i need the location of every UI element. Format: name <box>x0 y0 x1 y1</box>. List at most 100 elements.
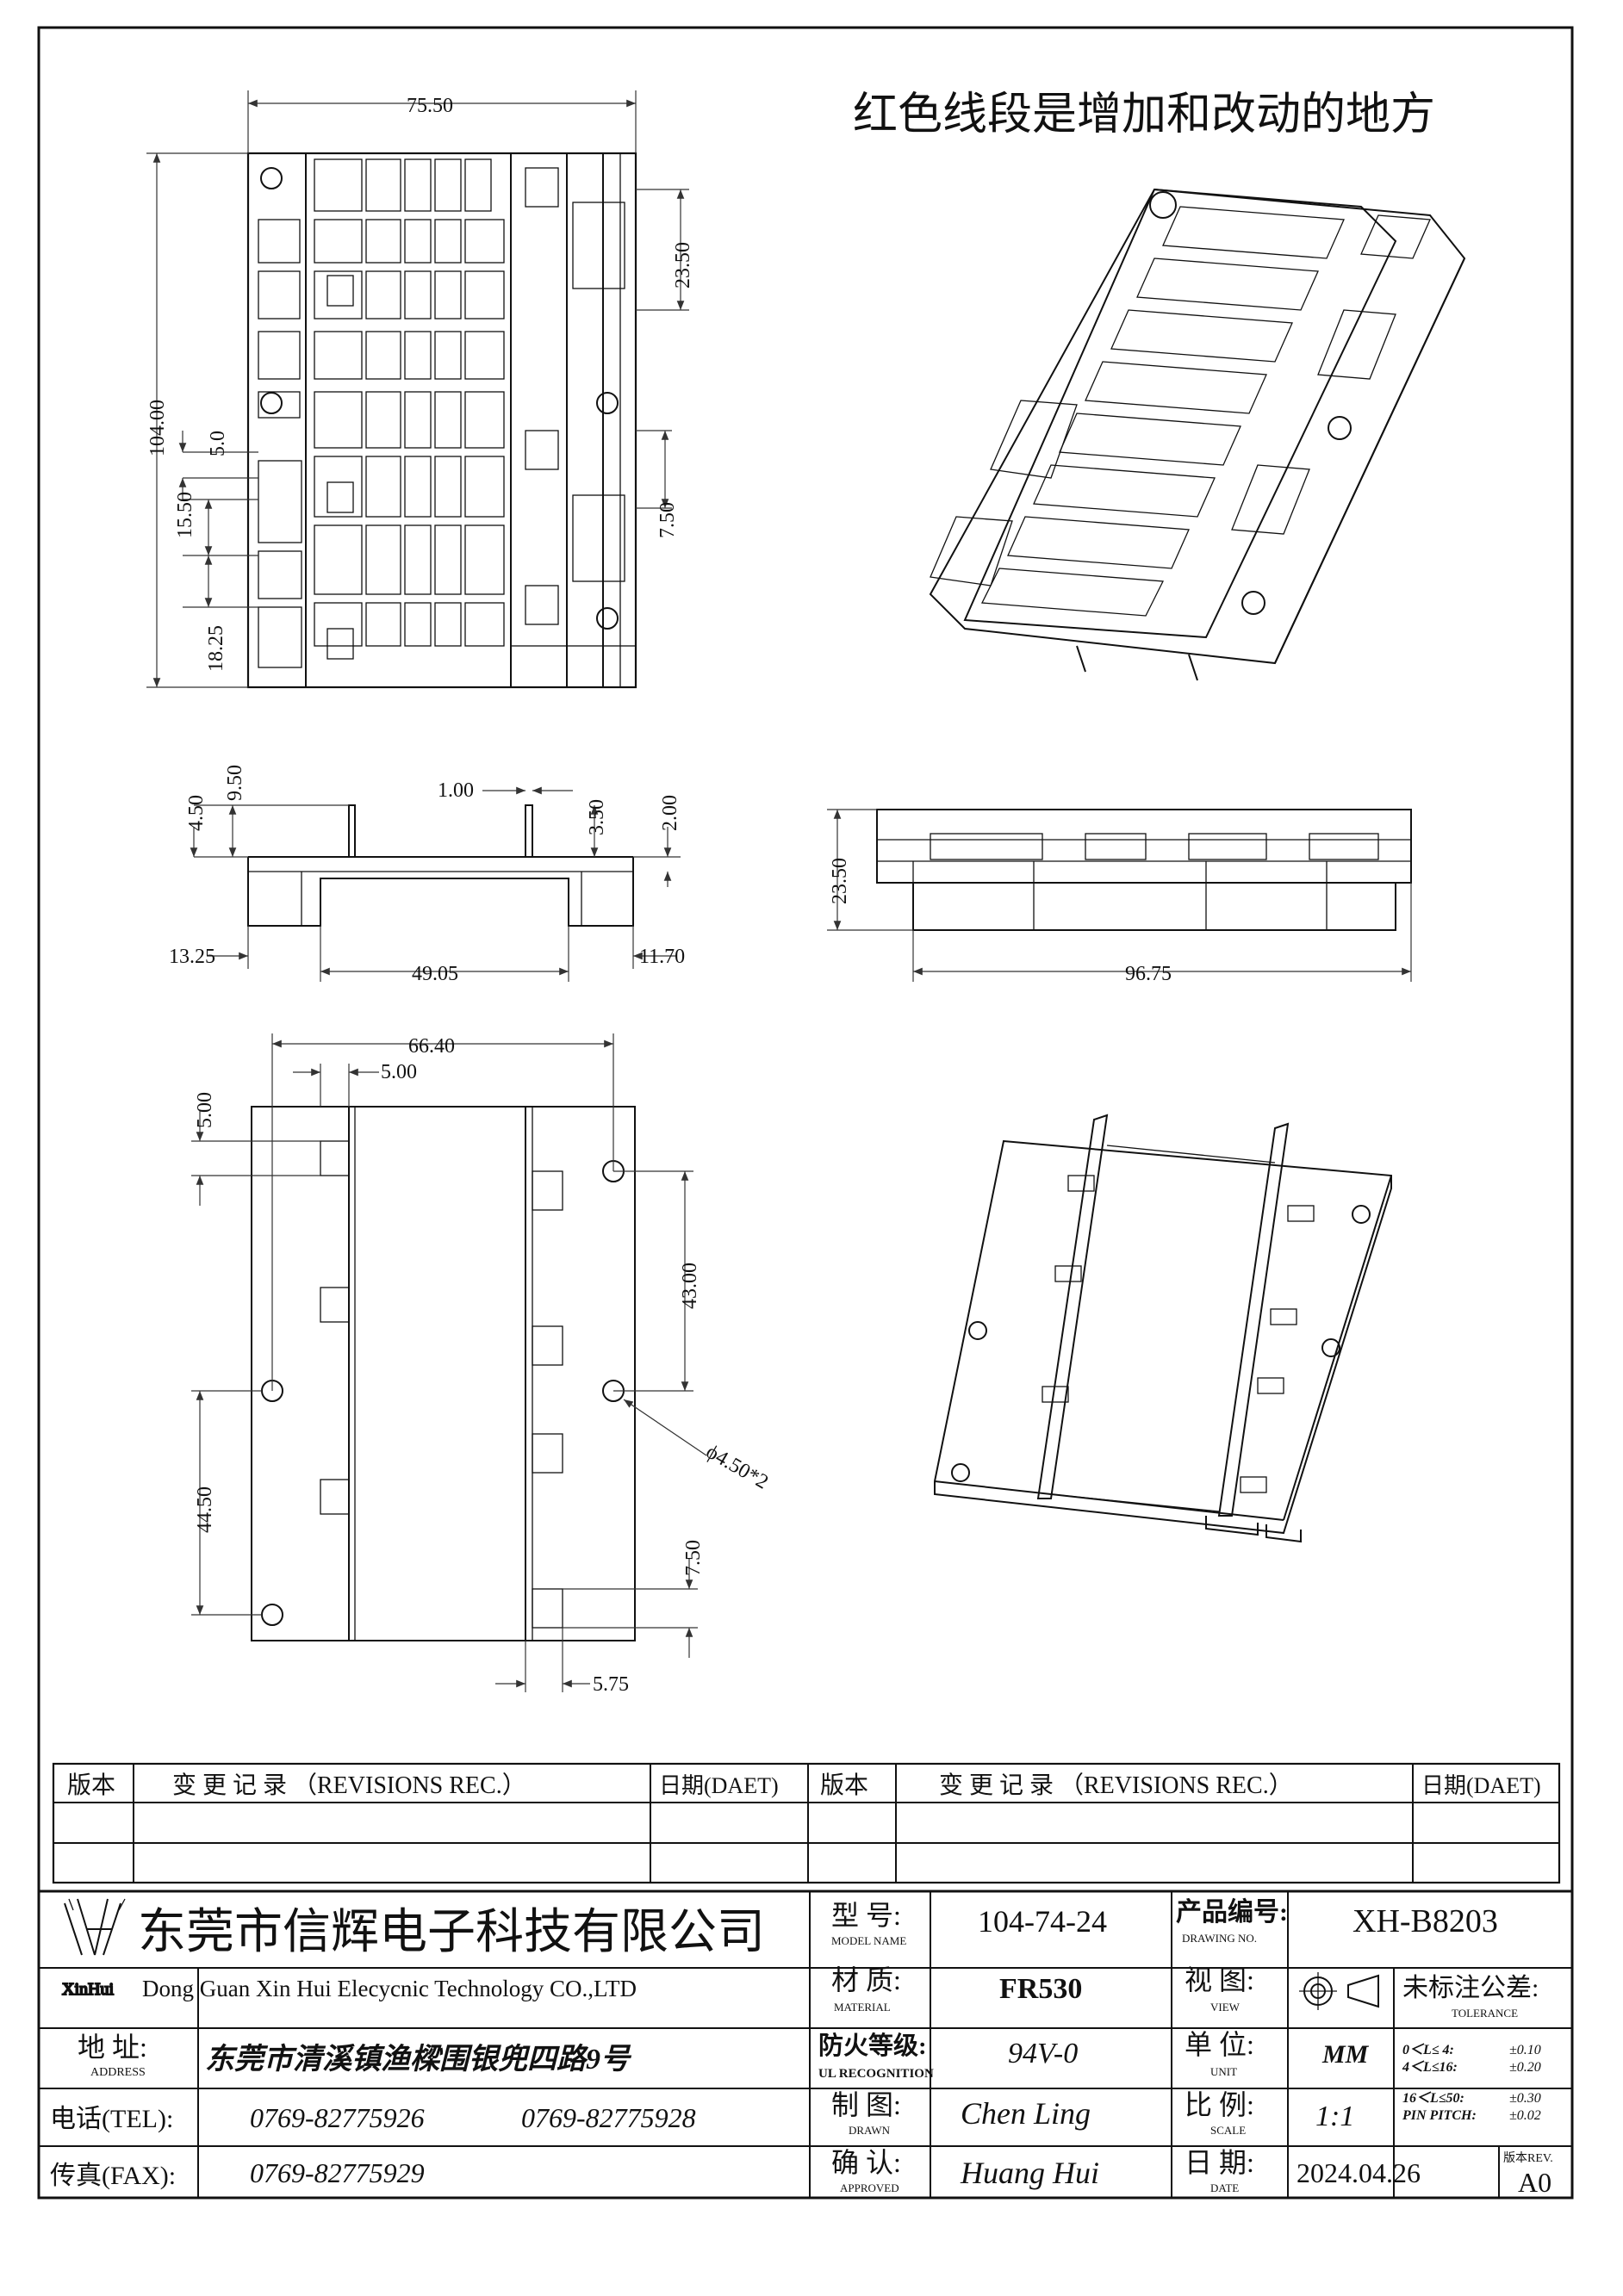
svg-text:16＜L≤50:: 16＜L≤50: <box>1402 2091 1464 2106</box>
bottom-view <box>251 1106 636 1641</box>
svg-text:变 更 记 录 （REVISIONS REC.）: 变 更 记 录 （REVISIONS REC.） <box>172 1772 526 1799</box>
svg-text:75.50: 75.50 <box>407 95 453 117</box>
svg-text:UNIT: UNIT <box>1210 2065 1237 2078</box>
svg-text:15.50: 15.50 <box>174 492 196 538</box>
front-view-dimensions: 4.50 9.50 1.00 3.50 2.00 13.25 49.05 11.… <box>169 765 685 985</box>
top-view <box>246 152 637 689</box>
svg-text:5.75: 5.75 <box>593 1673 629 1696</box>
svg-text:UL RECOGNITION: UL RECOGNITION <box>818 2067 934 2081</box>
title-block: XinHui 东莞市信辉电子科技有限公司 Dong Guan Xin Hui E… <box>37 1890 1574 2200</box>
fax: 0769-82775929 <box>250 2157 425 2188</box>
drawn-by-value: Chen Ling <box>961 2096 1091 2131</box>
svg-text:0＜L≤ 4:: 0＜L≤ 4: <box>1402 2043 1454 2057</box>
svg-text:43.00: 43.00 <box>679 1263 701 1309</box>
side-view <box>876 809 1412 931</box>
fire-rating-value: 94V-0 <box>1008 2038 1078 2070</box>
company-logo: XinHui <box>61 1898 126 2000</box>
svg-text:44.50: 44.50 <box>194 1486 216 1533</box>
material-value: FR530 <box>999 1973 1082 2005</box>
unit-value: MM <box>1321 2040 1370 2069</box>
svg-text:4＜L≤16:: 4＜L≤16: <box>1402 2060 1458 2075</box>
svg-text:11.70: 11.70 <box>639 946 685 968</box>
svg-text:7.50: 7.50 <box>656 502 679 538</box>
svg-text:VIEW: VIEW <box>1210 2001 1241 2014</box>
svg-text:5.0: 5.0 <box>207 431 229 456</box>
svg-text:MODEL NAME: MODEL NAME <box>831 1934 906 1947</box>
svg-text:产品编号:: 产品编号: <box>1176 1897 1288 1927</box>
svg-text:96.75: 96.75 <box>1125 963 1172 985</box>
svg-text:ϕ4.50*2: ϕ4.50*2 <box>702 1441 772 1494</box>
company-name-en: Dong Guan Xin Hui Elecycnic Technology C… <box>142 1976 637 2001</box>
svg-text:±0.20: ±0.20 <box>1509 2060 1541 2075</box>
tel-1: 0769-82775926 <box>250 2102 425 2133</box>
svg-text:7.50: 7.50 <box>682 1540 705 1576</box>
svg-text:PIN PITCH:: PIN PITCH: <box>1402 2108 1477 2123</box>
svg-text:版本REV.: 版本REV. <box>1503 2151 1553 2165</box>
svg-text:确 认:: 确 认: <box>831 2147 901 2178</box>
svg-text:±0.30: ±0.30 <box>1509 2091 1541 2106</box>
svg-text:DATE: DATE <box>1210 2181 1239 2194</box>
svg-text:单 位:: 单 位: <box>1185 2029 1254 2060</box>
svg-text:比 例:: 比 例: <box>1185 2089 1254 2120</box>
svg-text:视 图:: 视 图: <box>1185 1964 1254 1995</box>
svg-text:DRAWING NO.: DRAWING NO. <box>1182 1932 1257 1945</box>
drawing-number-value: XH-B8203 <box>1352 1903 1498 1939</box>
svg-text:23.50: 23.50 <box>829 858 851 904</box>
svg-text:23.50: 23.50 <box>672 242 694 289</box>
revisions-table: 版本 变 更 记 录 （REVISIONS REC.） 日期(DAET) 版本 … <box>52 1762 1561 1884</box>
svg-text:材 质:: 材 质: <box>831 1964 901 1995</box>
svg-text:2.00: 2.00 <box>659 795 681 831</box>
svg-text:ADDRESS: ADDRESS <box>90 2066 146 2079</box>
red-lines-note: 红色线段是增加和改动的地方 <box>853 90 1435 140</box>
svg-text:9.50: 9.50 <box>224 765 246 801</box>
tolerance-table: 0＜L≤ 4: ±0.10 4＜L≤16: ±0.20 16＜L≤50: ±0.… <box>1402 2043 1541 2123</box>
date-value: 2024.04.26 <box>1297 2157 1421 2188</box>
svg-text:MATERIAL: MATERIAL <box>834 2001 891 2014</box>
svg-text:±0.10: ±0.10 <box>1509 2043 1541 2057</box>
svg-text:版本: 版本 <box>820 1772 868 1799</box>
revision-value: A0 <box>1518 2167 1551 2198</box>
scale-value: 1:1 <box>1315 2101 1354 2132</box>
svg-text:DRAWN: DRAWN <box>849 2124 891 2137</box>
svg-text:66.40: 66.40 <box>408 1035 455 1058</box>
svg-text:未标注公差:: 未标注公差: <box>1402 1974 1539 2002</box>
svg-text:3.50: 3.50 <box>586 799 608 835</box>
svg-text:SCALE: SCALE <box>1210 2124 1246 2137</box>
svg-text:日 期:: 日 期: <box>1185 2147 1254 2178</box>
top-view-dimensions: 75.50 104.00 23.50 7.50 5.0 15.50 18.25 <box>146 90 694 688</box>
svg-text:日期(DAET): 日期(DAET) <box>659 1773 779 1798</box>
svg-text:104.00: 104.00 <box>146 400 169 456</box>
side-view-dimensions: 23.50 96.75 <box>827 809 1412 985</box>
front-view <box>247 804 634 927</box>
svg-text:5.00: 5.00 <box>381 1061 417 1083</box>
svg-text:49.05: 49.05 <box>412 963 458 985</box>
projection-symbol-icon <box>1299 1972 1379 2010</box>
model-value: 104-74-24 <box>978 1904 1107 1939</box>
approved-by-value: Huang Hui <box>960 2156 1099 2190</box>
svg-text:TOLERANCE: TOLERANCE <box>1452 2007 1518 2020</box>
company-name-cn: 东莞市信辉电子科技有限公司 <box>138 1906 765 1959</box>
isometric-view-top <box>929 188 1466 681</box>
svg-text:4.50: 4.50 <box>185 795 208 831</box>
svg-text:APPROVED: APPROVED <box>840 2181 899 2194</box>
svg-text:XinHui: XinHui <box>62 1980 114 1999</box>
bottom-view-dimensions: 66.40 5.00 5.00 43.00 ϕ4.50*2 44.50 7.50… <box>191 1033 772 1696</box>
svg-text:电话(TEL):: 电话(TEL): <box>50 2105 173 2133</box>
tel-2: 0769-82775928 <box>521 2102 696 2133</box>
svg-text:版本: 版本 <box>67 1772 115 1799</box>
svg-text:1.00: 1.00 <box>438 779 474 802</box>
svg-text:18.25: 18.25 <box>205 625 227 672</box>
svg-text:防火等级:: 防火等级: <box>818 2031 927 2060</box>
svg-text:日期(DAET): 日期(DAET) <box>1421 1773 1541 1798</box>
svg-text:型 号:: 型 号: <box>831 1900 901 1931</box>
svg-text:±0.02: ±0.02 <box>1509 2108 1541 2123</box>
company-address: 东莞市清溪镇渔樑围银兜四路9号 <box>205 2043 632 2076</box>
svg-text:5.00: 5.00 <box>194 1092 216 1128</box>
svg-text:13.25: 13.25 <box>169 946 215 968</box>
svg-text:变 更 记 录 （REVISIONS REC.）: 变 更 记 录 （REVISIONS REC.） <box>939 1772 1293 1799</box>
svg-text:制 图:: 制 图: <box>831 2089 901 2120</box>
svg-text:地 址:: 地 址: <box>78 2032 147 2063</box>
isometric-view-bottom <box>934 1114 1392 1543</box>
svg-text:传真(FAX):: 传真(FAX): <box>50 2162 176 2190</box>
